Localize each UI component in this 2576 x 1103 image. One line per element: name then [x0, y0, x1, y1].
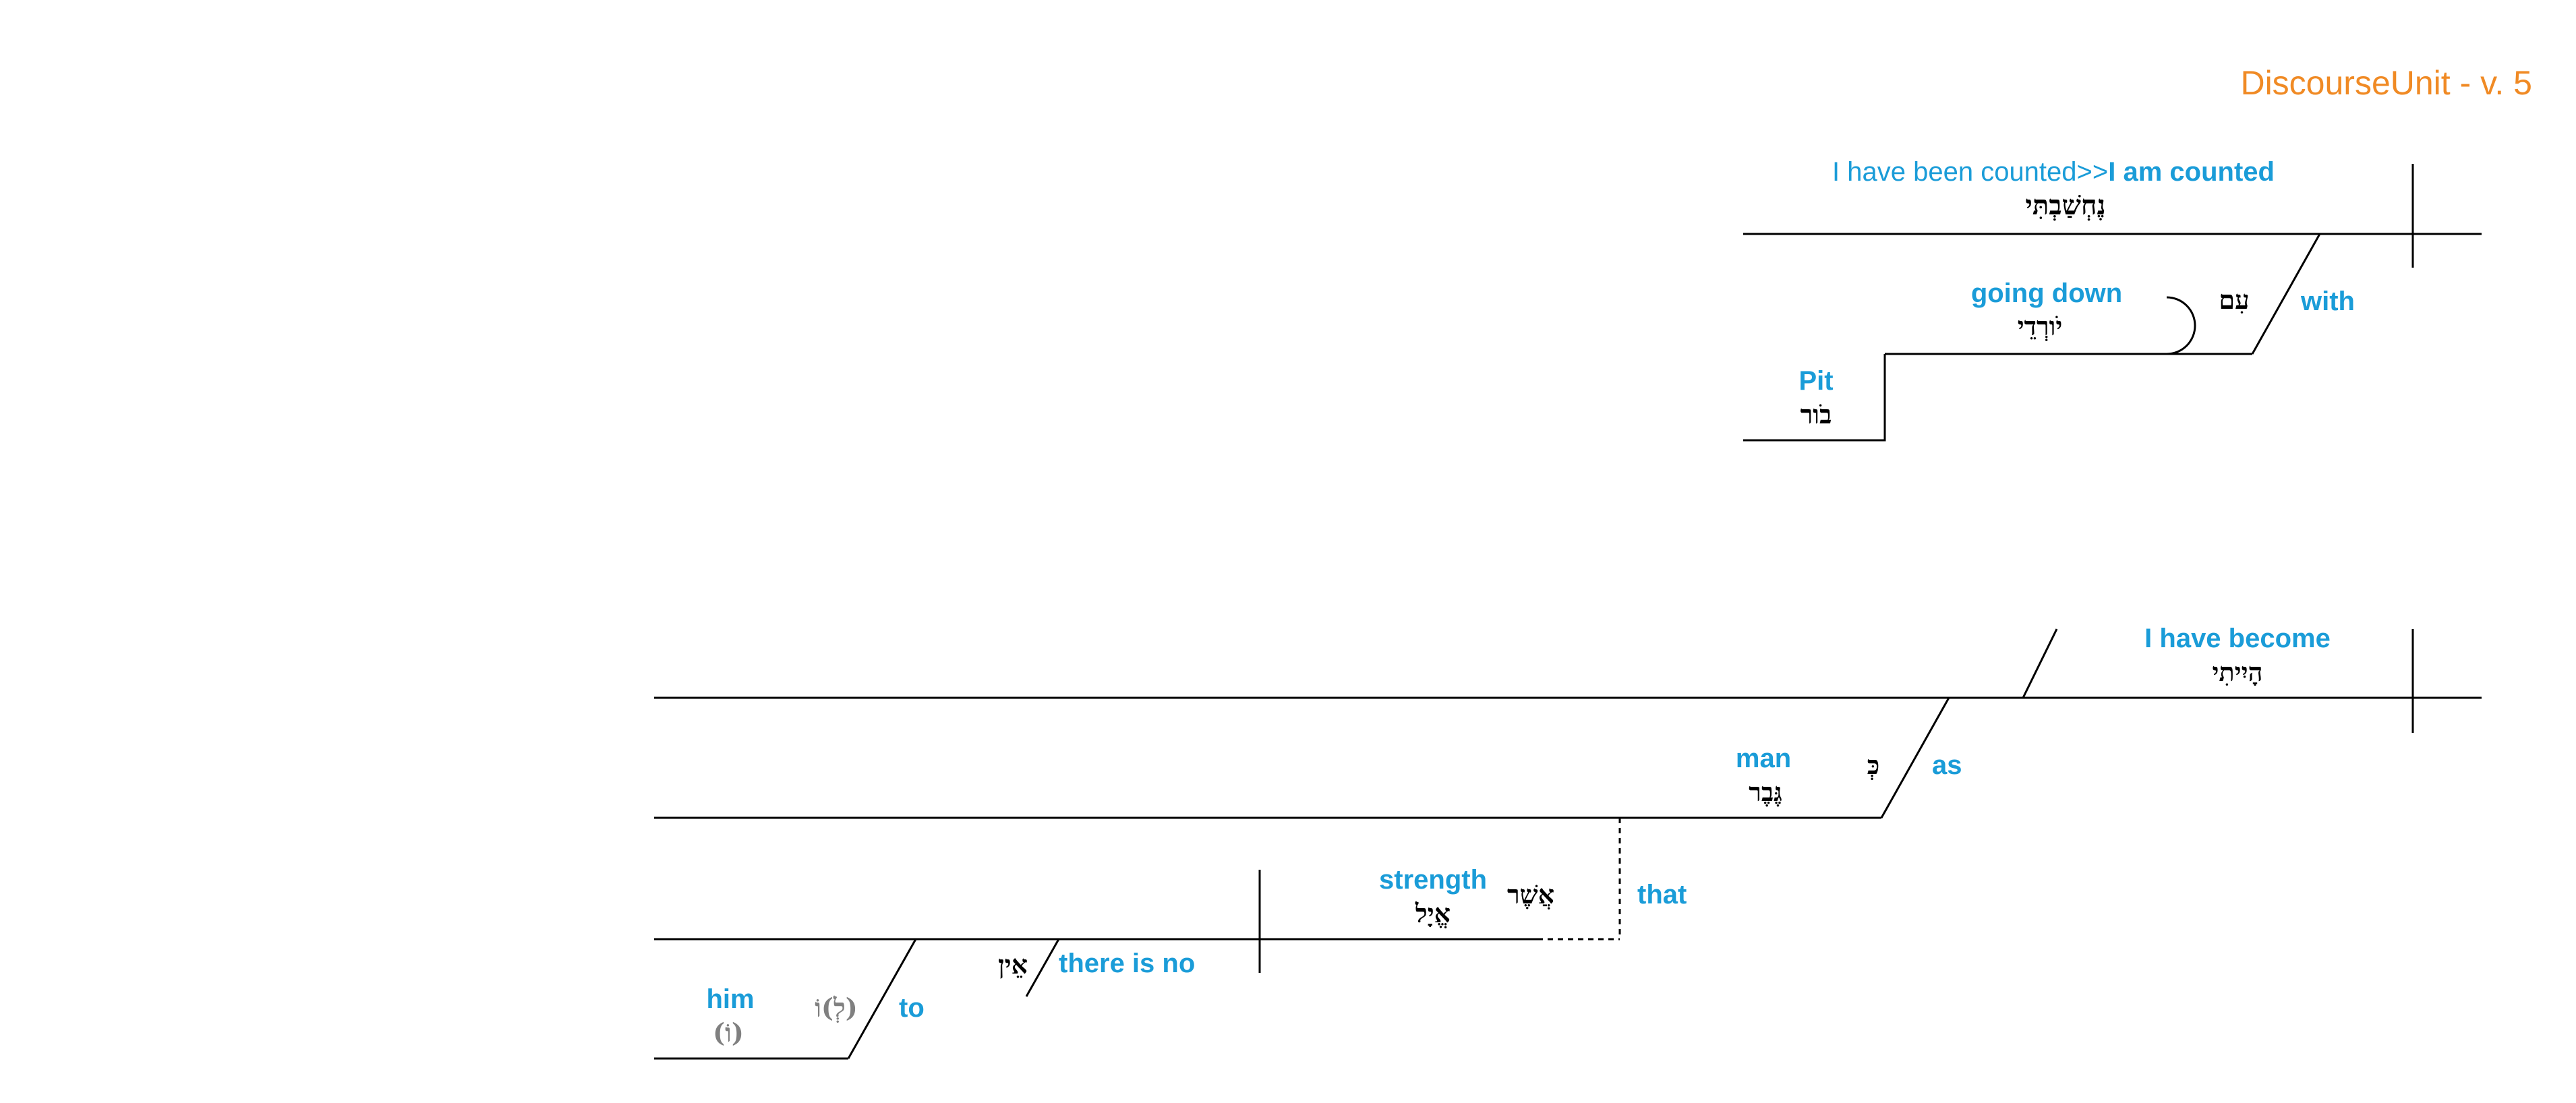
clause1-prep-slant: [2251, 233, 2321, 355]
clause2-prep-slant: [1880, 697, 1950, 818]
diagram-title: DiscourseUnit - v. 5: [2240, 64, 2532, 102]
clause2-verb-hebrew: הָיִיתִי: [2213, 657, 2263, 687]
clause2-neg-hebrew: אֵין: [998, 949, 1028, 980]
clause2-prep-gloss: as: [1932, 750, 1962, 780]
clause1-verb-gloss: I have been counted>>I am counted: [1832, 157, 2275, 187]
clause1-participle-hook: [2166, 296, 2196, 355]
clause1-prep-hebrew: עִם: [2219, 285, 2249, 315]
clause2-to-slant: [847, 938, 917, 1059]
clause1-prep-gloss: with: [2300, 287, 2355, 316]
clause2-him-gloss: him: [706, 984, 754, 1014]
clause2-verb-gloss: I have become: [2144, 624, 2331, 653]
clause1-verb-hebrew: נֶחְשַׁבְתִּי: [2025, 189, 2105, 221]
clause1-object-gloss: Pit: [1798, 366, 1833, 396]
clause2-to-hebrew: (לְ)וֹ: [815, 992, 857, 1023]
clause1-object-hebrew: בֹור: [1801, 399, 1832, 429]
clause2-strength-hebrew: אֱיָל: [1415, 898, 1451, 928]
clause2-subject-slant: [2022, 628, 2058, 698]
clause2-him-hebrew: (וֹ): [713, 1017, 744, 1048]
clause2-rel-gloss: that: [1637, 880, 1687, 910]
clause1-participle-gloss: going down: [1971, 278, 2122, 308]
clause2-prep-hebrew: כְּ: [1867, 750, 1880, 780]
clause-2: I have become הָיִיתִי as כְּ man גֶּבֶר…: [654, 624, 2482, 1060]
clause-1: I have been counted>>I am counted נֶחְשַ…: [1743, 157, 2482, 442]
clause1-participle-hebrew: יֹורְדֵי: [2018, 311, 2063, 341]
clause1-object-step: [1743, 354, 1886, 442]
clause2-noun-hebrew: גֶּבֶר: [1749, 777, 1782, 807]
clause2-to-gloss: to: [899, 993, 925, 1023]
clause2-rel-hebrew: אֲשֶׁר: [1507, 879, 1554, 910]
clause2-neg-gloss: there is no: [1059, 949, 1195, 978]
clause2-strength-gloss: strength: [1379, 865, 1487, 895]
clause2-noun-gloss: man: [1736, 744, 1791, 773]
clause2-neg-slant: [1025, 938, 1060, 997]
